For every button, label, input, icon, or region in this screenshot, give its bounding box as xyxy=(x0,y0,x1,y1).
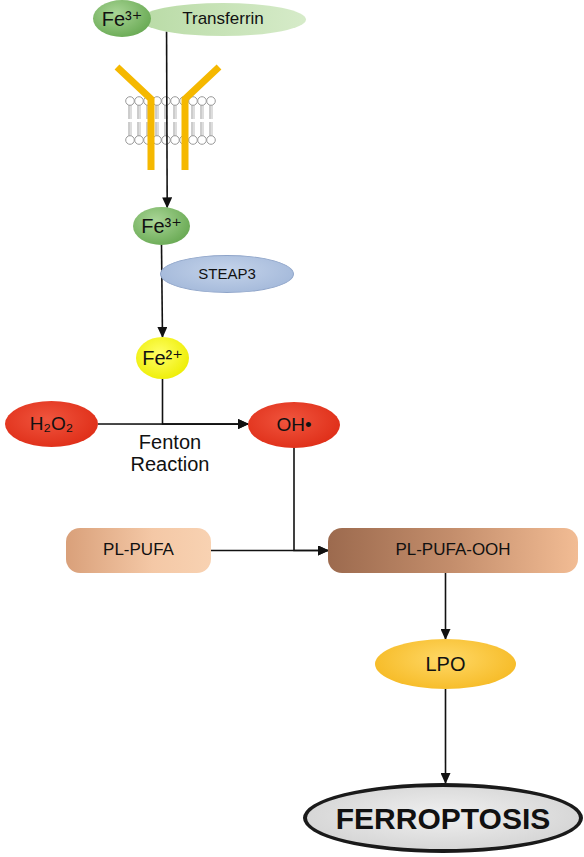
transferrin-protein: Transferrin xyxy=(140,3,306,36)
node-label: LPO xyxy=(425,653,465,675)
arrow-connector xyxy=(445,689,447,783)
arrow-connector xyxy=(166,32,168,208)
iron-ion: Fe²⁺ xyxy=(136,337,189,379)
node-label: Fe³⁺ xyxy=(102,8,143,30)
arrow-connector xyxy=(445,573,447,639)
node-label: H₂O₂ xyxy=(30,414,73,435)
transferrin-receptor xyxy=(117,67,219,170)
node-label: Fe³⁺ xyxy=(141,215,182,237)
arrow-connector xyxy=(98,423,248,425)
node-label: PL-PUFA-OOH xyxy=(395,541,510,560)
node-label: OH• xyxy=(276,415,311,436)
node-label: Fe²⁺ xyxy=(142,347,183,369)
enzyme-ellipse: STEAP3 xyxy=(160,255,294,293)
arrow-connector xyxy=(294,448,328,551)
cell-membrane xyxy=(126,97,216,145)
molecule-ellipse: H₂O₂ xyxy=(5,401,98,447)
arrow-connector xyxy=(211,550,328,552)
lipid-box: PL-PUFA xyxy=(66,528,211,573)
edge-label: Fenton Reaction xyxy=(118,432,222,475)
iron-ion: Fe³⁺ xyxy=(93,0,151,37)
outcome-ellipse: FERROPTOSIS xyxy=(303,783,583,853)
iron-ion: Fe³⁺ xyxy=(133,207,190,245)
node-label: PL-PUFA xyxy=(103,541,174,560)
node-label: Transferrin xyxy=(182,10,264,29)
radical-ellipse: OH• xyxy=(248,402,340,448)
process-ellipse: LPO xyxy=(375,639,516,689)
node-label: STEAP3 xyxy=(198,266,256,283)
arrow-connector xyxy=(163,379,249,424)
lipid-box: PL-PUFA-OOH xyxy=(328,528,578,573)
node-label: FERROPTOSIS xyxy=(336,802,550,835)
arrow-connector xyxy=(162,245,163,337)
